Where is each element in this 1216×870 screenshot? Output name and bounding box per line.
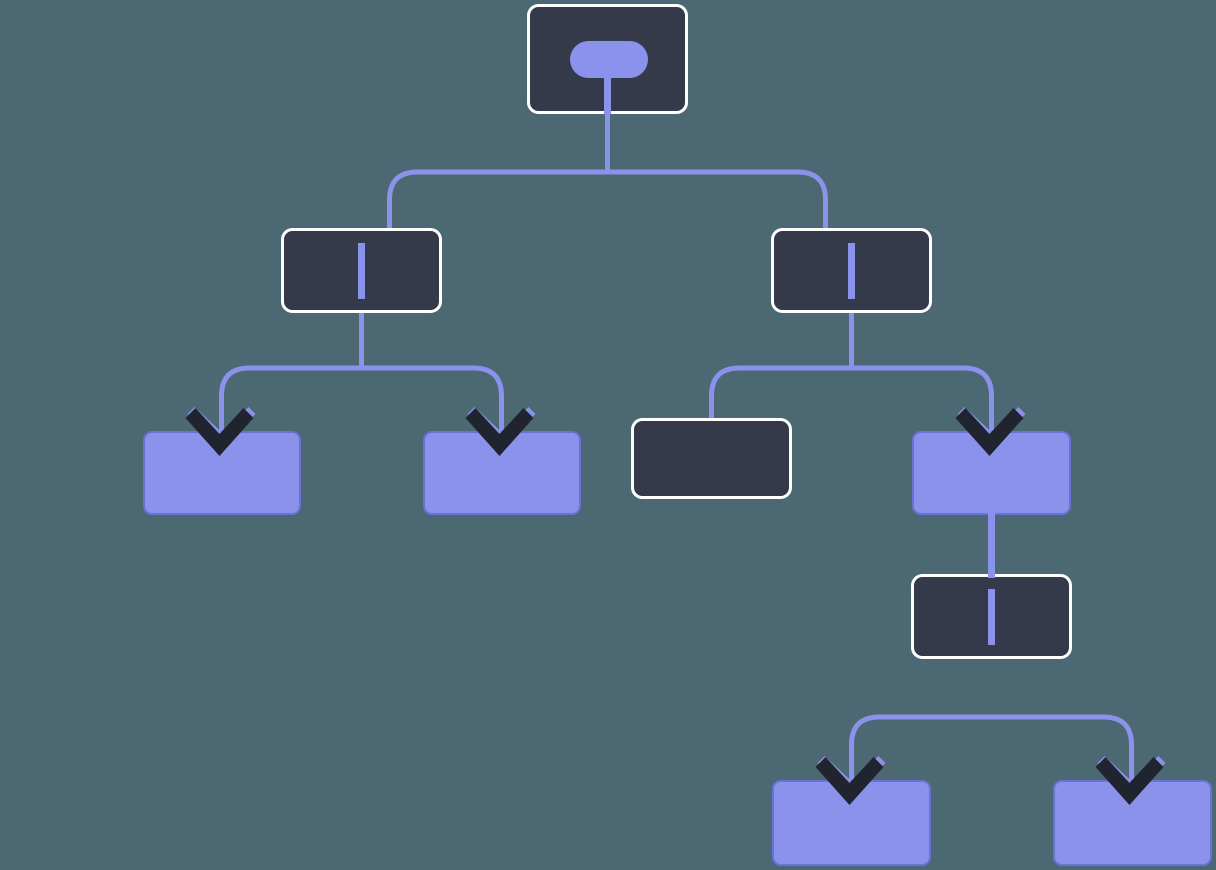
- edge-right-branch-split-bar: [709, 365, 994, 436]
- root-pill-marker: [570, 41, 648, 78]
- branch-node-right[interactable]: [771, 228, 932, 313]
- overlay-connector-layer: [988, 508, 995, 578]
- root-node[interactable]: [527, 4, 688, 115]
- edge-left-branch-split-bar: [219, 365, 504, 436]
- branch-node-right-marker: [848, 243, 855, 299]
- branch-node-left-marker: [358, 243, 365, 299]
- sub-branch-node-marker: [988, 589, 995, 645]
- edge-sub-branch-split-bar: [849, 714, 1134, 785]
- empty-node[interactable]: [631, 418, 792, 499]
- edge-root-split-bar: [387, 169, 828, 270]
- tail-branch-node-right-child: [988, 508, 995, 578]
- branch-node-left[interactable]: [281, 228, 442, 313]
- empty-node-box[interactable]: [631, 418, 792, 499]
- root-pill-stem: [604, 60, 611, 114]
- sub-branch-node[interactable]: [911, 574, 1072, 659]
